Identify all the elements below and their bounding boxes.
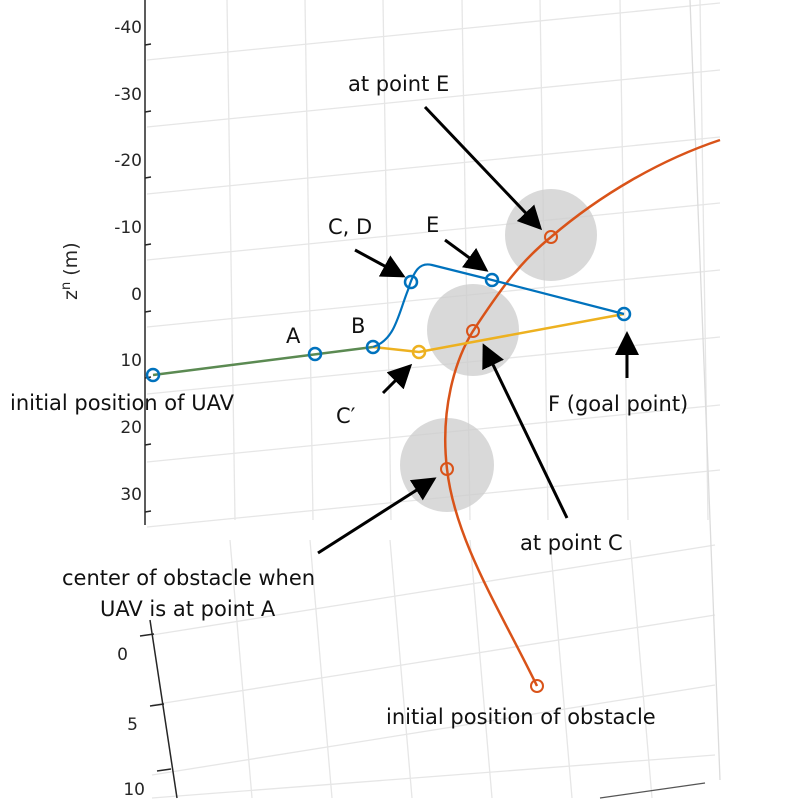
grid-line-h <box>146 2 721 61</box>
second-tick-label: 5 <box>127 715 138 735</box>
z-tick <box>144 110 152 113</box>
arrow-at-point-c <box>482 343 569 519</box>
second-tick <box>156 768 172 772</box>
arrow-e <box>444 238 489 272</box>
marker-initial-uav <box>145 367 161 383</box>
z-tick-label: -20 <box>114 151 142 171</box>
marker-obstacle <box>530 679 544 693</box>
markers <box>145 230 632 693</box>
z-tick-label: 0 <box>131 285 142 305</box>
axes: -40 -30 -20 -10 0 10 20 30 0 5 10 <box>114 0 178 800</box>
marker-c-prime <box>411 344 427 360</box>
obstacle-trajectory <box>444 138 721 687</box>
grid-line-h <box>146 69 721 128</box>
arrow-c-d <box>354 248 406 278</box>
floor-grid-line-v <box>229 539 253 799</box>
floor-grid-line-v <box>469 539 493 799</box>
marker-e <box>484 272 500 288</box>
label-e: E <box>426 213 439 237</box>
floor-grid-line <box>151 684 716 776</box>
second-tick <box>149 703 165 707</box>
label-f-goal: F (goal point) <box>548 392 688 416</box>
label-b: B <box>351 314 365 338</box>
label-initial-obstacle: initial position of obstacle <box>386 705 656 729</box>
z-axis-label: zn (m) <box>59 242 82 300</box>
marker-obstacle <box>440 462 454 476</box>
label-center-line1: center of obstacle when <box>62 566 315 590</box>
z-tick <box>144 310 152 313</box>
label-initial-uav: initial position of UAV <box>10 391 235 415</box>
marker-b <box>365 339 381 355</box>
z-tick-label: 30 <box>120 485 142 505</box>
grid-line-h <box>146 136 721 195</box>
marker-c-d <box>403 274 419 290</box>
grid-line-v <box>619 0 629 521</box>
z-tick-label: 20 <box>120 418 142 438</box>
z-tick-label: -10 <box>114 218 142 238</box>
trajectories <box>152 138 721 687</box>
uav-path-avoid <box>372 263 625 349</box>
z-tick <box>144 510 152 513</box>
uav-initial-path <box>152 345 374 377</box>
label-a: A <box>286 324 301 348</box>
z-tick <box>144 243 152 246</box>
uav-path-c-prime <box>372 312 625 354</box>
marker-f <box>616 306 632 322</box>
marker-a <box>307 346 323 362</box>
arrow-at-point-e <box>423 105 543 231</box>
bottom-axis <box>599 782 706 799</box>
marker-obstacle <box>466 324 480 338</box>
second-tick-label: 0 <box>117 645 128 665</box>
z-tick-label: -30 <box>114 85 142 105</box>
label-at-point-c: at point C <box>520 531 623 555</box>
second-tick <box>139 633 155 637</box>
floor-grid-line <box>151 754 716 799</box>
marker-obstacle <box>544 230 558 244</box>
label-at-point-e: at point E <box>348 72 449 96</box>
z-tick-label: 10 <box>120 351 142 371</box>
second-tick-label: 10 <box>123 780 145 800</box>
grid-line-v <box>304 0 314 521</box>
arrow-center-obstacle <box>317 477 437 555</box>
right-edge <box>689 0 721 781</box>
grid-line-v <box>226 0 236 521</box>
floor-grid-line-v <box>309 539 333 799</box>
label-center-line2: UAV is at point A <box>100 597 276 621</box>
floor-grid-line-v <box>389 539 413 799</box>
annotation-labels: at point E C, D E A B initial position o… <box>10 72 688 729</box>
floor-grid-line <box>151 544 716 636</box>
grid-line-h <box>146 202 721 261</box>
z-tick-label: -40 <box>114 18 142 38</box>
second-axis-line <box>149 619 178 799</box>
z-tick <box>144 43 152 46</box>
floor-grid-line-v <box>629 539 653 799</box>
z-tick <box>144 443 152 446</box>
arrow-c-prime <box>381 363 413 395</box>
annotation-arrows <box>317 105 639 555</box>
label-c-prime: C′ <box>336 404 356 428</box>
z-tick <box>144 176 152 179</box>
floor-grid-line <box>151 614 716 706</box>
label-c-d: C, D <box>328 215 372 239</box>
floor-grid-line-v <box>549 539 573 799</box>
